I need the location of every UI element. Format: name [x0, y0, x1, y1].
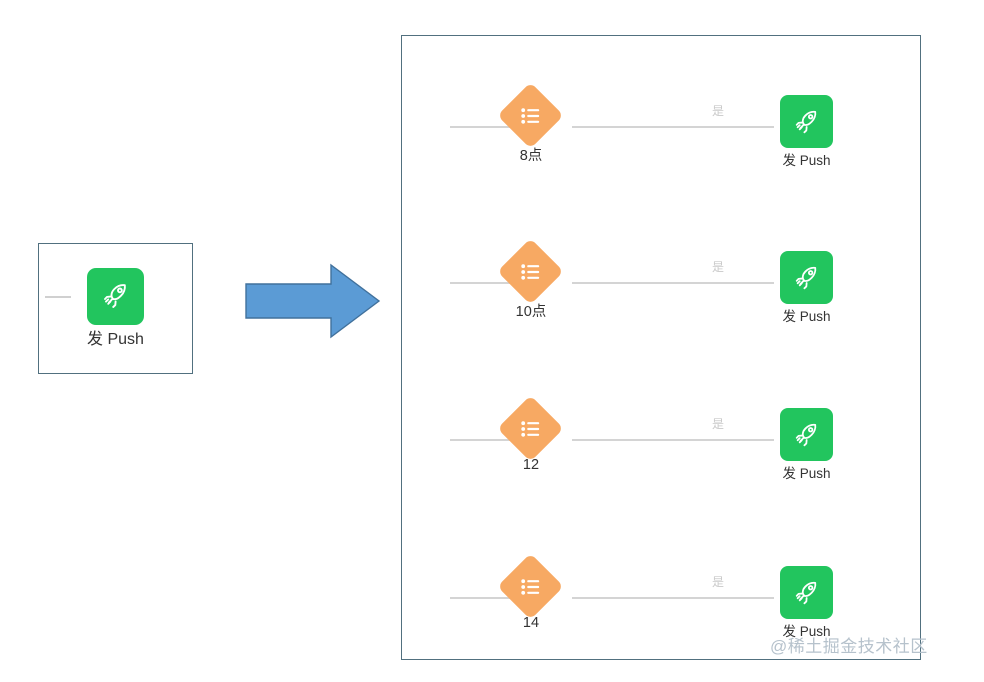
rocket-icon-tile[interactable]: [780, 251, 833, 304]
row-entry-line: [450, 126, 512, 128]
rocket-icon: [795, 581, 816, 604]
list-icon-wrap: [507, 92, 554, 139]
watermark: @稀土掘金技术社区: [770, 637, 928, 656]
flow-row: 10点 是: [402, 226, 920, 326]
list-icon-wrap: [507, 563, 554, 610]
condition-node-label: 12: [522, 457, 540, 473]
flow-row: 12 是: [402, 383, 920, 483]
rocket-icon-tile[interactable]: [87, 267, 144, 325]
push-node-label: 发 Push: [782, 153, 831, 168]
row-entry-line: [450, 282, 512, 284]
rocket-icon: [795, 423, 816, 446]
push-node[interactable]: 发 Push: [780, 95, 833, 169]
rocket-icon-tile[interactable]: [780, 566, 833, 619]
push-node-label: 发 Push: [782, 624, 831, 639]
rocket-icon: [103, 284, 126, 309]
push-node[interactable]: 发 Push: [780, 408, 833, 482]
row-entry-line: [450, 597, 512, 599]
condition-node-label: 10点: [515, 304, 547, 320]
rocket-icon: [795, 110, 816, 133]
connector-yes-label: 是: [712, 417, 725, 431]
source-node-card[interactable]: 发 Push: [38, 243, 193, 374]
list-icon: [520, 578, 539, 595]
push-node-label: 发 Push: [87, 330, 144, 348]
push-node[interactable]: 发 Push: [780, 566, 833, 640]
right-arrow-icon: [245, 263, 381, 339]
row-entry-line: [450, 439, 512, 441]
transform-arrow: [243, 262, 383, 340]
flow-row: 14 是: [402, 541, 920, 641]
condition-node-label: 14: [522, 615, 540, 631]
connector-yes-label: 是: [712, 260, 725, 274]
expanded-flow-panel: 8点 是: [401, 35, 921, 660]
list-icon: [520, 107, 539, 124]
source-node-card-inner: 发 Push: [39, 244, 192, 373]
rocket-icon-tile[interactable]: [780, 95, 833, 148]
push-node-label: 发 Push: [782, 309, 831, 324]
row-connector-line: [572, 126, 774, 128]
push-node[interactable]: 发 Push: [780, 251, 833, 325]
list-icon: [520, 263, 539, 280]
list-icon-wrap: [507, 405, 554, 452]
stub-connector-line: [45, 295, 71, 298]
rocket-icon: [795, 266, 816, 289]
condition-node-label: 8点: [519, 148, 543, 164]
flow-row: 8点 是: [402, 70, 920, 170]
rocket-icon-tile[interactable]: [780, 408, 833, 461]
row-connector-line: [572, 439, 774, 441]
connector-yes-label: 是: [712, 104, 725, 118]
connector-yes-label: 是: [712, 575, 725, 589]
list-icon: [520, 420, 539, 437]
list-icon-wrap: [507, 248, 554, 295]
row-connector-line: [572, 597, 774, 599]
row-connector-line: [572, 282, 774, 284]
push-node-label: 发 Push: [782, 466, 831, 481]
push-node-source[interactable]: 发 Push: [45, 267, 144, 349]
